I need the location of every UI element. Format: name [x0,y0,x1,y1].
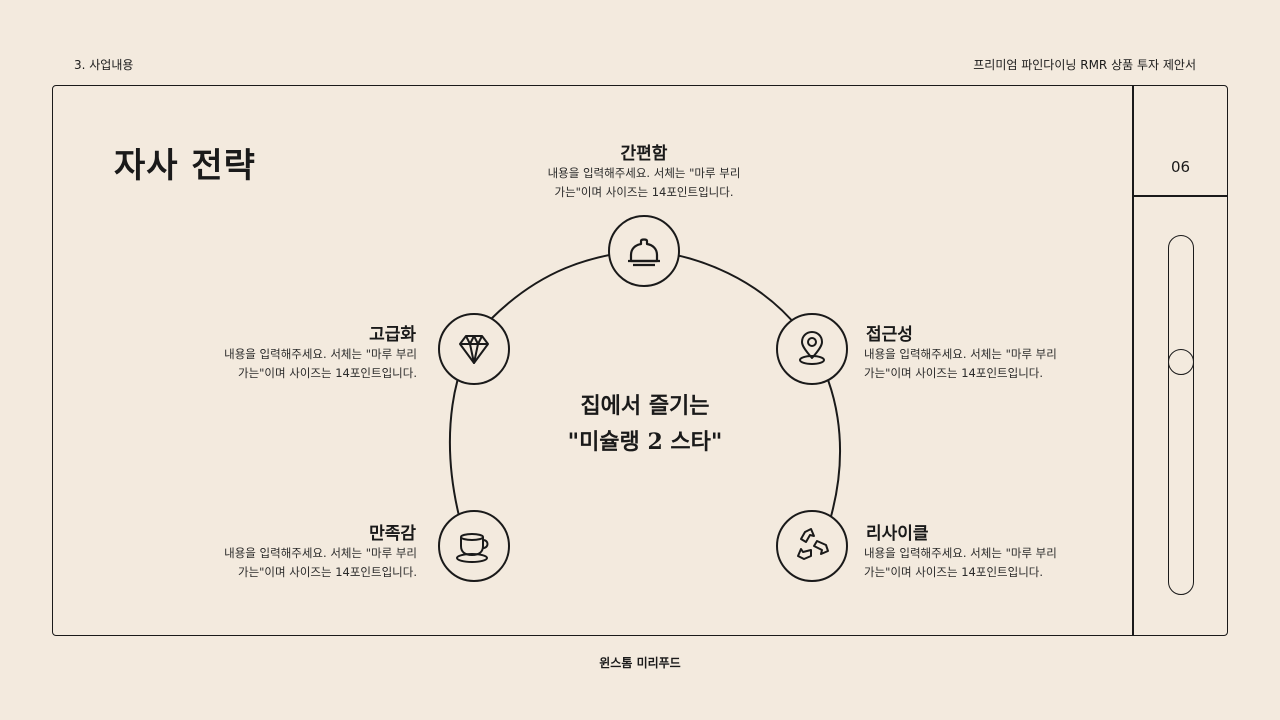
company-name: 윈스톰 미리푸드 [599,656,681,670]
item-title-convenience: 간편함 [620,144,668,164]
scroll-thumb[interactable] [1168,349,1194,375]
cloche-icon [608,215,680,287]
item-title-recycle: 리사이클 [866,524,929,544]
center-slogan-line2: "미슐랭 2 스타" [567,429,723,455]
slide-frame [52,85,1228,636]
item-title-premium: 고급화 [369,325,416,345]
item-desc-convenience: 내용을 입력해주세요. 서체는 "마루 부리 가는"이며 사이즈는 14포인트입… [547,166,741,199]
page-number: 06 [1170,158,1191,176]
center-slogan: 집에서 즐기는 "미슐랭 2 스타" [520,388,770,460]
sidebar-separator [1132,195,1228,197]
diamond-icon [438,313,510,385]
item-desc-accessibility: 내용을 입력해주세요. 서체는 "마루 부리 가는"이며 사이즈는 14포인트입… [864,347,1057,380]
sidebar-divider [1132,85,1134,636]
section-label: 3. 사업내용 [74,58,134,72]
location-pin-icon [776,313,848,385]
item-desc-satisfaction: 내용을 입력해주세요. 서체는 "마루 부리 가는"이며 사이즈는 14포인트입… [224,546,417,579]
item-desc-premium: 내용을 입력해주세요. 서체는 "마루 부리 가는"이며 사이즈는 14포인트입… [224,347,417,380]
item-title-accessibility: 접근성 [866,325,913,345]
center-slogan-line1: 집에서 즐기는 [580,393,710,419]
coffee-cup-icon [438,510,510,582]
item-desc-recycle: 내용을 입력해주세요. 서체는 "마루 부리 가는"이며 사이즈는 14포인트입… [864,546,1057,579]
scroll-track[interactable] [1168,235,1194,595]
item-title-satisfaction: 만족감 [369,524,416,544]
document-title: 프리미엄 파인다이닝 RMR 상품 투자 제안서 [973,58,1196,72]
slide-title: 자사 전략 [114,146,256,186]
recycle-icon [776,510,848,582]
